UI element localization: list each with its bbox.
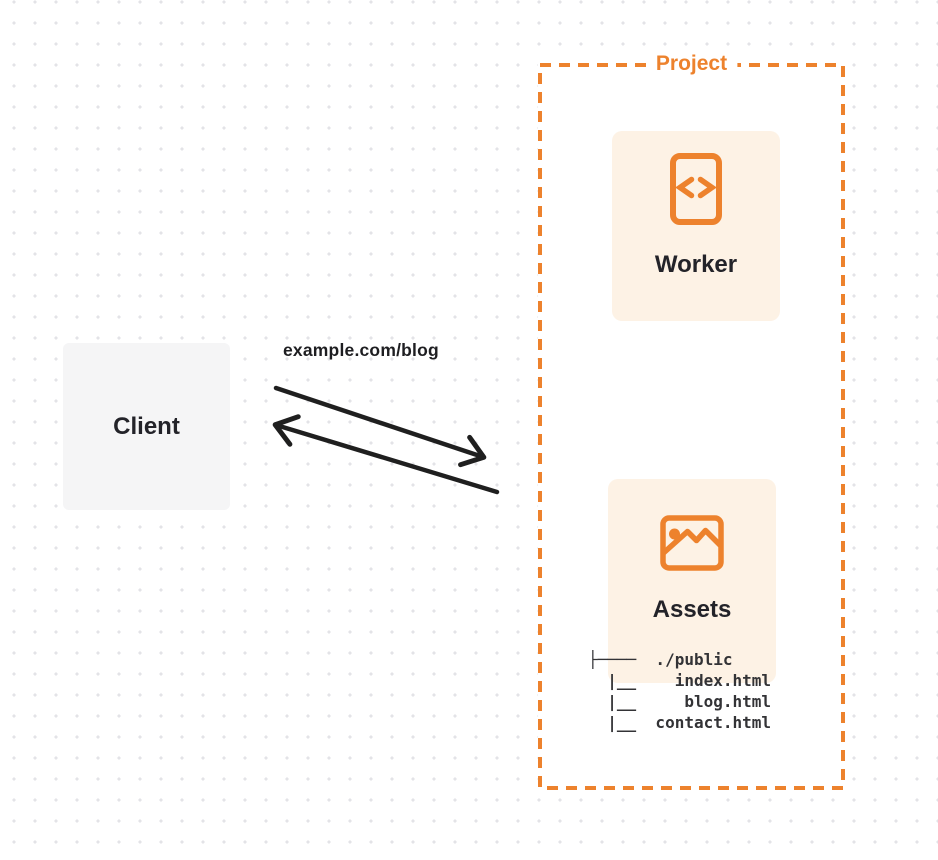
request-arrow (273, 385, 487, 468)
assets-label: Assets (652, 596, 732, 623)
file-tree-line-public: ├──── ./public (588, 650, 733, 669)
assets-card: Assets (608, 479, 776, 683)
worker-card: Worker (612, 131, 780, 321)
request-url-label: example.com/blog (283, 340, 439, 360)
project-label: Project (645, 51, 738, 77)
image-icon (660, 515, 724, 571)
file-tree: ├──── ./public |__ index.html |__ blog.h… (588, 649, 771, 733)
project-container: Project Worker Assets ├──── ./public |__… (538, 51, 845, 790)
file-tree-line-blog: |__ blog.html (588, 692, 772, 711)
response-arrow (272, 414, 500, 495)
worker-label: Worker (654, 251, 738, 278)
file-tree-line-contact: |__ contact.html (588, 713, 772, 732)
client-label: Client (113, 412, 180, 440)
client-node: Client (63, 343, 230, 510)
code-file-icon (670, 153, 722, 225)
file-tree-line-index: |__ index.html (588, 671, 772, 690)
